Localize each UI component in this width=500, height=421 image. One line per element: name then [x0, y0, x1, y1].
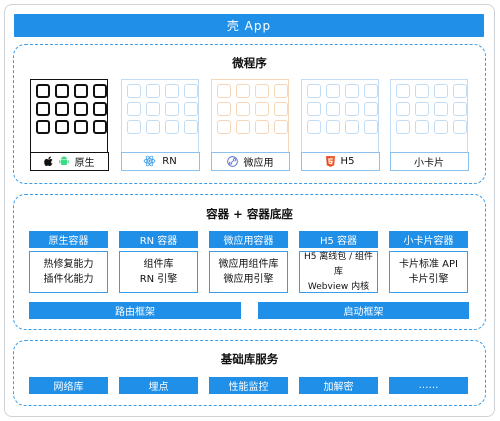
- micro-card-rn: RN: [120, 79, 200, 171]
- container-feature: 组件库: [143, 259, 174, 270]
- app-grid: [307, 84, 378, 134]
- container-feature: Webview 内核: [307, 281, 370, 292]
- apple-icon: [43, 156, 53, 166]
- link-icon: [226, 155, 238, 167]
- micro-card-rn-label: RN: [162, 155, 177, 167]
- container-feature: 卡片标准 API: [399, 259, 458, 270]
- micro-card-label: 微应用: [210, 151, 290, 171]
- android-icon: [58, 156, 69, 166]
- h5-container-body: H5 离线包 / 组件库 Webview 内核: [299, 251, 378, 293]
- weiapp-container-body: 微应用组件库 微应用引擎: [209, 251, 288, 293]
- micro-card-minicard: 小卡片: [389, 79, 469, 171]
- rn-container-body: 组件库 RN 引擎: [119, 251, 198, 293]
- base-services-title: 基础库服务: [220, 352, 279, 366]
- micro-card-native-label: 原生: [74, 157, 95, 169]
- performance-monitoring: 性能监控: [209, 377, 288, 394]
- micro-card-label: H5: [300, 151, 380, 171]
- native-container-body: 热修复能力 插件化能力: [29, 251, 108, 293]
- minicard-container-header: 小卡片容器: [389, 231, 468, 248]
- app-frame: [4, 4, 495, 417]
- micro-card-weiapp: 微应用: [210, 79, 290, 171]
- micro-card-minicard-label: 小卡片: [414, 157, 444, 169]
- micro-card-weiapp-label: 微应用: [243, 157, 274, 169]
- network-library: 网络库: [29, 377, 108, 394]
- launch-framework: 启动框架: [258, 302, 469, 319]
- rn-container-header: RN 容器: [119, 231, 198, 248]
- micro-card-h5: H5: [300, 79, 380, 171]
- container-title: 容器 + 容器底座: [206, 207, 293, 221]
- container-feature: H5 离线包 / 组件库: [303, 251, 374, 277]
- container-section: 容器 + 容器底座: [13, 194, 486, 330]
- micro-card-label: 小卡片: [389, 151, 469, 171]
- container-feature: 插件化能力: [43, 274, 94, 285]
- app-grid: [127, 84, 198, 134]
- h5-container-header: H5 容器: [299, 231, 378, 248]
- micro-program-title: 微程序: [232, 56, 267, 70]
- micro-card-native: 原生: [29, 79, 109, 171]
- container-feature: 微应用引擎: [223, 274, 274, 285]
- micro-card-h5-label: H5: [340, 155, 355, 167]
- container-feature: 卡片引擎: [408, 274, 449, 285]
- html5-icon: [325, 155, 335, 167]
- minicard-container-body: 卡片标准 API 卡片引擎: [389, 251, 468, 293]
- tracking: 埋点: [119, 377, 198, 394]
- app-title-bar: 壳 App: [14, 14, 484, 37]
- container-feature: 微应用组件库: [218, 259, 279, 270]
- app-grid: [396, 84, 467, 134]
- container-feature: 热修复能力: [43, 259, 94, 270]
- native-container-header: 原生容器: [29, 231, 108, 248]
- react-icon: [143, 155, 156, 167]
- router-framework: 路由框架: [29, 302, 241, 319]
- app-grid: [36, 84, 107, 134]
- micro-program-section: 微程序: [13, 44, 486, 184]
- app-grid: [217, 84, 288, 134]
- weiapp-container-header: 微应用容器: [209, 231, 288, 248]
- encryption: 加解密: [299, 377, 378, 394]
- micro-card-label: RN: [120, 151, 200, 171]
- container-feature: RN 引擎: [139, 274, 178, 285]
- base-services-section: 基础库服务: [13, 340, 486, 406]
- micro-card-label: 原生: [29, 151, 109, 171]
- more-services: ……: [389, 377, 468, 394]
